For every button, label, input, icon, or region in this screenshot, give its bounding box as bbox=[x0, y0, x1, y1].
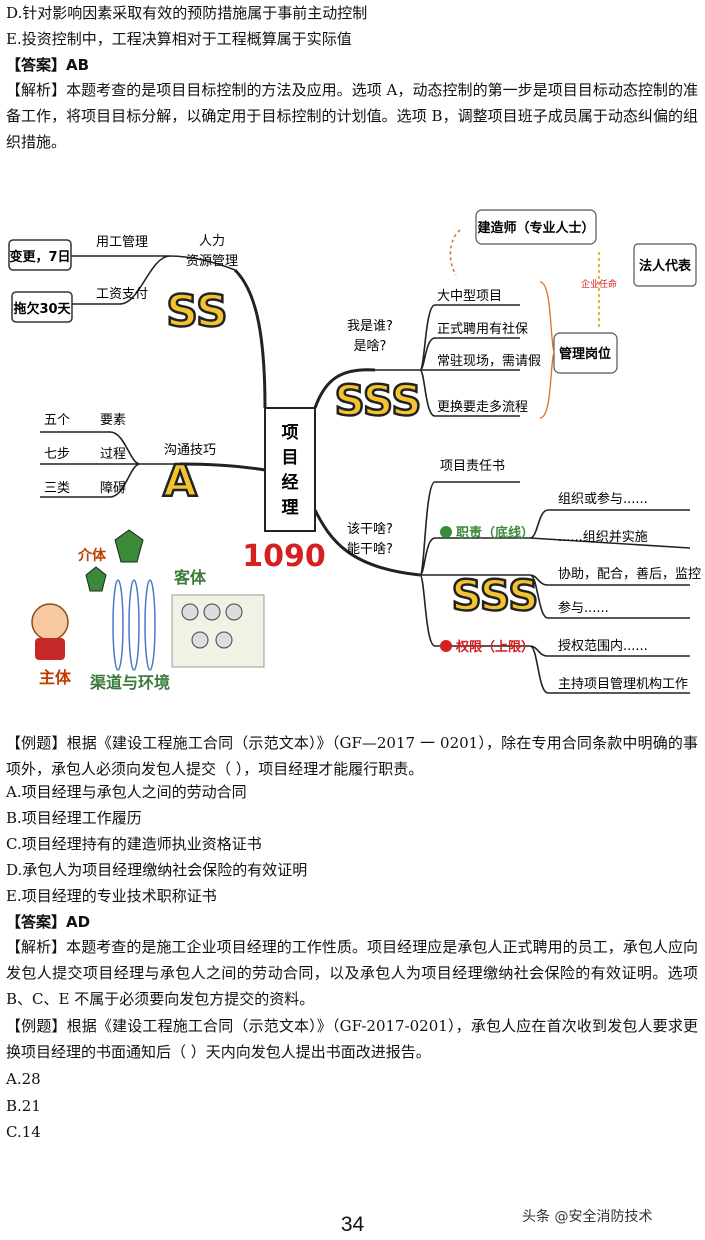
hr-label: 资源管理 bbox=[186, 254, 238, 269]
watermark: 头条 @安全消防技术 bbox=[522, 1209, 653, 1225]
page-number: 34 bbox=[340, 1213, 365, 1236]
sss-mark-top: SSS bbox=[335, 376, 422, 425]
who-item: 常驻现场，需请假 bbox=[437, 354, 541, 369]
center-char: 理 bbox=[282, 498, 299, 518]
comm-left: 三类 bbox=[44, 481, 70, 496]
q2-option-a: A.项目经理与承包人之间的劳动合同 bbox=[6, 783, 247, 801]
what-item: 组织或参与...... bbox=[558, 491, 648, 507]
glgw-text: 管理岗位 bbox=[559, 346, 611, 362]
who-item: 大中型项目 bbox=[437, 289, 502, 304]
center-char: 经 bbox=[282, 472, 299, 493]
q2-option-e: E.项目经理的专业技术职称证书 bbox=[6, 887, 217, 905]
cartoon-label: 介体 bbox=[77, 547, 107, 564]
communication-cartoon bbox=[31, 529, 265, 671]
zz-label: 职责（底线） bbox=[456, 525, 534, 541]
mind-map: 项 目 经 理 1090 人力 资源管理 用工管理 工资支付 变更，7日 拖欠3… bbox=[8, 209, 701, 694]
q2-answer: 【答案】AD bbox=[6, 913, 91, 931]
q2-stem: 【例题】根据《建设工程施工合同（示范文本）》（GF—2017 一 0201），除… bbox=[6, 734, 698, 778]
what-item: 参与...... bbox=[558, 600, 609, 616]
jzs-text: 建造师（专业人士） bbox=[477, 220, 594, 236]
option-e: E.投资控制中，工程决算相对于工程概算属于实际值 bbox=[6, 30, 352, 48]
what-label: 该干啥? bbox=[347, 521, 393, 537]
box-arrears-text: 拖欠30天 bbox=[13, 301, 71, 317]
frdb-text: 法人代表 bbox=[639, 258, 692, 274]
box-change-text: 变更，7日 bbox=[9, 249, 70, 265]
qx-label: 权限（上限） bbox=[455, 639, 534, 655]
jzs-box bbox=[475, 209, 597, 245]
branch-hr bbox=[233, 268, 267, 409]
what-label: 能干啥? bbox=[347, 541, 393, 557]
hr-item: 用工管理 bbox=[96, 235, 148, 250]
q2-option-d: D.承包人为项目经理缴纳社会保险的有效证明 bbox=[6, 861, 308, 879]
option-d: D.针对影响因素采取有效的预防措施属于事前主动控制 bbox=[6, 4, 368, 22]
comm-right: 要素 bbox=[100, 413, 126, 428]
branch-who bbox=[313, 368, 376, 409]
comm-left: 七步 bbox=[44, 447, 70, 462]
q2-option-c: C.项目经理持有的建造师执业资格证书 bbox=[6, 835, 262, 853]
q2-analysis: 【解析】本题考查的是施工企业项目经理的工作性质。项目经理应是承包人正式聘用的员工… bbox=[6, 938, 698, 1008]
center-char: 项 bbox=[282, 423, 299, 443]
what-item: 协助，配合，善后，监控 bbox=[558, 566, 701, 582]
q2-option-b: B.项目经理工作履历 bbox=[6, 809, 142, 827]
who-label: 我是谁? bbox=[347, 319, 393, 334]
branch-what bbox=[313, 509, 421, 577]
who-item: 正式聘用有社保 bbox=[437, 321, 528, 337]
box-change bbox=[8, 239, 72, 271]
hr-label: 人力 bbox=[199, 234, 225, 249]
ss-mark: SS bbox=[166, 286, 227, 337]
who-label: 是啥? bbox=[354, 338, 387, 354]
sss-mark-bottom: SSS bbox=[452, 571, 539, 620]
comm-left: 五个 bbox=[44, 413, 70, 428]
comm-right: 过程 bbox=[100, 447, 126, 462]
zrs-label: 项目责任书 bbox=[440, 459, 505, 474]
cartoon-label: 主体 bbox=[39, 668, 72, 687]
q3-stem: 【例题】根据《建设工程施工合同（示范文本）》（GF-2017-0201），承包人… bbox=[6, 1017, 698, 1061]
cartoon-label: 渠道与环境 bbox=[90, 673, 170, 692]
cartoon-label: 客体 bbox=[174, 568, 207, 587]
number-1090: 1090 bbox=[242, 539, 326, 574]
analysis: 【解析】本题考查的是项目目标控制的方法及应用。选项 A，动态控制的第一步是项目目… bbox=[6, 81, 698, 151]
center-char: 目 bbox=[282, 448, 299, 468]
what-item: ......组织并实施 bbox=[558, 530, 648, 545]
box-arrears bbox=[11, 291, 73, 323]
what-item: 主持项目管理机构工作 bbox=[558, 677, 688, 692]
q3-option-a: A.28 bbox=[6, 1070, 41, 1088]
a-mark: A bbox=[163, 456, 197, 507]
who-item: 更换要走多流程 bbox=[437, 399, 528, 415]
hr-item: 工资支付 bbox=[96, 287, 148, 302]
frdb-box bbox=[633, 243, 697, 287]
q3-option-c: C.14 bbox=[6, 1123, 41, 1141]
comm-label: 沟通技巧 bbox=[164, 443, 216, 458]
q3-option-b: B.21 bbox=[6, 1097, 41, 1115]
comm-right: 障碍 bbox=[100, 481, 126, 496]
answer: 【答案】AB bbox=[6, 56, 90, 74]
what-item: 授权范围内...... bbox=[558, 638, 648, 654]
branch-comm bbox=[179, 462, 266, 472]
